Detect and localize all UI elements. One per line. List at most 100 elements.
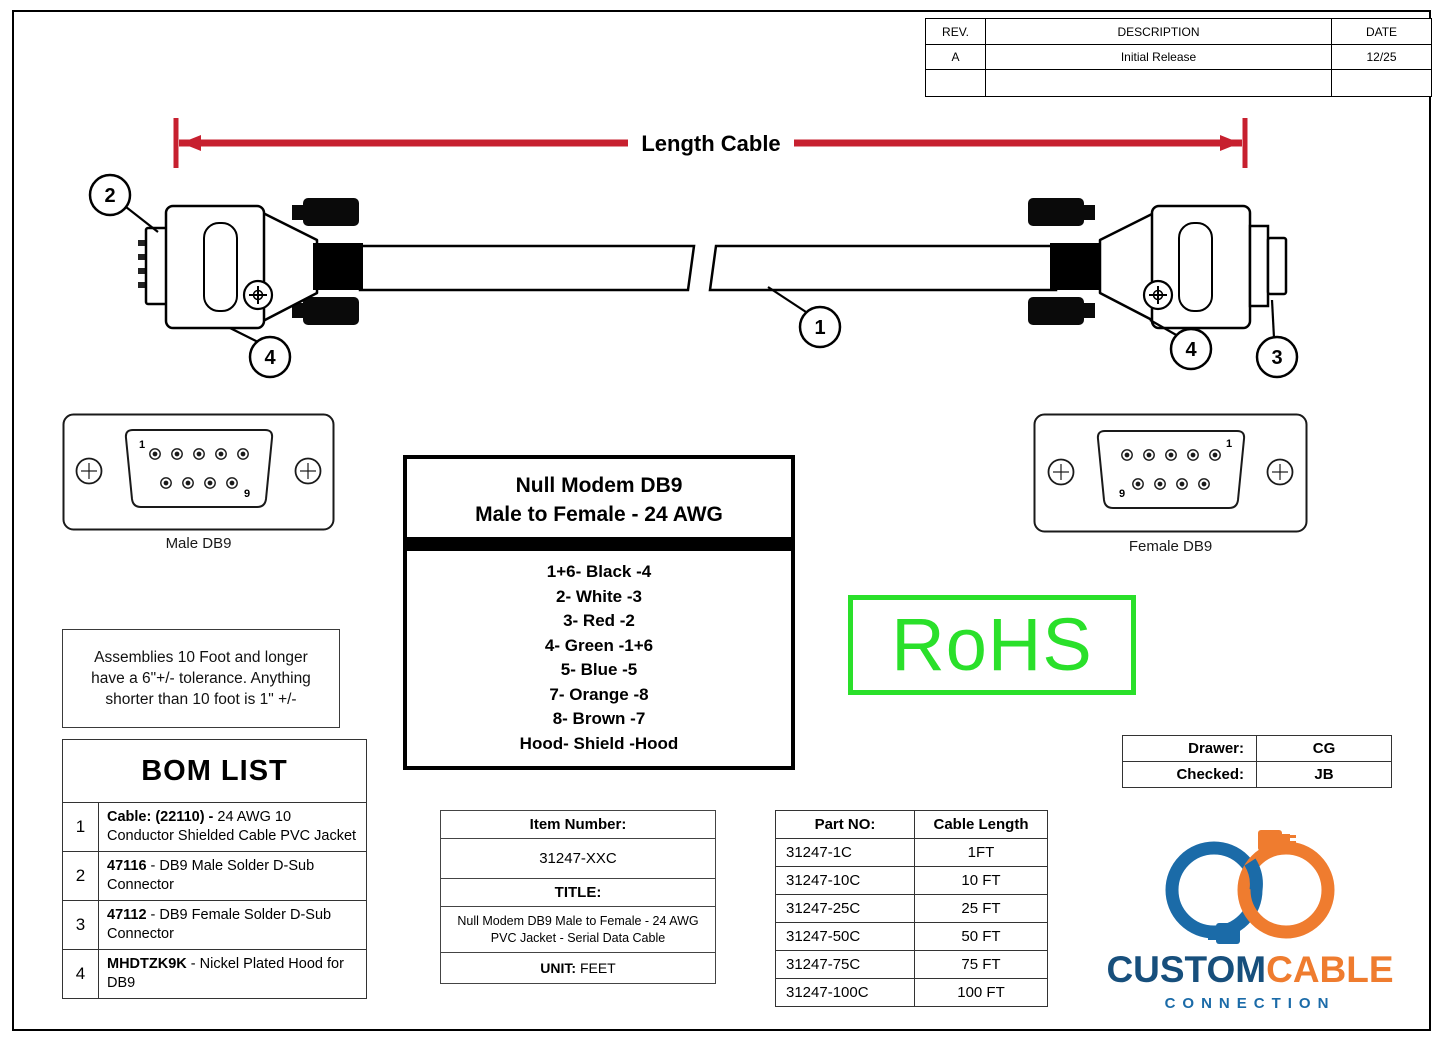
bom-item-number: 3 (63, 901, 99, 949)
bom-item-number: 1 (63, 803, 99, 851)
wiring-line: 8- Brown -7 (552, 709, 646, 728)
part-no-cell: 31247-100C (776, 979, 915, 1006)
revision-table: REV. DESCRIPTION DATE A Initial Release … (925, 18, 1432, 97)
dimension-line (173, 118, 1248, 168)
item-number-header: Item Number: (441, 811, 715, 839)
description-value: Initial Release (986, 45, 1332, 70)
drawer-label: Drawer: (1123, 736, 1257, 761)
logo-infinity-icon (1165, 830, 1335, 944)
approval-row: Checked: JB (1123, 761, 1391, 787)
bom-item-desc: 47116 - DB9 Male Solder D-Sub Connector (107, 858, 315, 893)
spec-title-line2: Male to Female - 24 AWG (475, 503, 723, 526)
bom-row: 2 47116 - DB9 Male Solder D-Sub Connecto… (63, 851, 366, 900)
male-pin1-label: 1 (139, 439, 145, 451)
male-pin9-label: 9 (244, 488, 250, 500)
logo-word-cable: CABLE (1266, 949, 1394, 990)
part-row: 31247-10C 10 FT (776, 866, 1047, 894)
spec-divider (407, 537, 791, 551)
part-row: 31247-100C 100 FT (776, 978, 1047, 1006)
approval-row: Drawer: CG (1123, 736, 1391, 761)
bom-list: BOM LIST 1 Cable: (22110) - 24 AWG 10 Co… (62, 739, 367, 999)
tolerance-note: Assemblies 10 Foot and longer have a 6"+… (62, 629, 340, 728)
orange-connector-icon (1258, 830, 1296, 851)
bom-item-number: 2 (63, 852, 99, 900)
item-unit: UNIT: FEET (441, 953, 715, 983)
svg-text:2: 2 (104, 185, 115, 207)
bom-item-desc: MHDTZK9K - Nickel Plated Hood for DB9 (107, 956, 344, 991)
pin-holes (149, 448, 249, 489)
item-number-value: 31247-XXC (441, 839, 715, 879)
callout-leader-lines (125, 206, 1276, 343)
wiring-line: 5- Blue -5 (560, 660, 638, 679)
svg-text:4: 4 (264, 347, 276, 369)
cable-length-cell: 100 FT (957, 984, 1005, 1001)
dimension-label: Length Cable (641, 131, 780, 156)
wiring-line: 2- White -3 (556, 586, 642, 606)
wiring-list: 1+6- Black -4 2- White -3 3- Red -2 4- G… (407, 551, 791, 756)
bom-row: 3 47112 - DB9 Female Solder D-Sub Connec… (63, 900, 366, 949)
cable-drawing (313, 243, 1100, 292)
wiring-line: 3- Red -2 (563, 611, 635, 630)
empty-cell (926, 70, 986, 96)
part-row: 31247-1C 1FT (776, 838, 1047, 866)
bom-item-desc: Cable: (22110) - 24 AWG 10 Conductor Shi… (107, 809, 357, 844)
cable-length-cell: 25 FT (961, 900, 1001, 917)
bom-item-number: 4 (63, 950, 99, 998)
unit-label: UNIT: (540, 960, 577, 976)
checked-value: JB (1314, 766, 1334, 783)
drawer-value: CG (1312, 740, 1336, 757)
female-db9-face-drawing: 1 9 (1033, 413, 1308, 533)
approval-table: Drawer: CG Checked: JB (1122, 735, 1392, 788)
spec-title: Null Modem DB9 Male to Female - 24 AWG (407, 459, 791, 529)
part-no-cell: 31247-10C (776, 867, 915, 894)
wiring-line: 7- Orange -8 (549, 684, 649, 704)
date-value: 12/25 (1332, 45, 1431, 70)
item-number-box: Item Number: 31247-XXC TITLE: Null Modem… (440, 810, 716, 984)
logo-wordmark: CUSTOMCABLE (1085, 951, 1415, 988)
rev-header-cell: REV. (926, 19, 986, 45)
callout-4-left: 4 (248, 335, 292, 379)
male-db9-label: Male DB9 (165, 535, 232, 552)
callout-3: 3 (1255, 335, 1299, 379)
svg-text:3: 3 (1271, 347, 1282, 369)
cable-length-cell: 50 FT (961, 928, 1001, 945)
female-connector-drawing (1028, 198, 1288, 330)
blue-connector-icon (1202, 923, 1240, 944)
empty-cell (1332, 70, 1431, 96)
drawing-border (12, 10, 1431, 1031)
cable-length-cell: 75 FT (961, 956, 1001, 973)
rev-value: A (926, 45, 986, 70)
bom-item-desc: 47112 - DB9 Female Solder D-Sub Connecto… (107, 907, 332, 942)
spec-title-line1: Null Modem DB9 (515, 474, 683, 497)
logo-word-connection: CONNECTION (1164, 995, 1336, 1012)
wiring-line: Hood- Shield -Hood (519, 733, 679, 753)
checked-label: Checked: (1123, 762, 1257, 787)
pin-holes (1121, 449, 1221, 490)
part-row: 31247-25C 25 FT (776, 894, 1047, 922)
female-db9-label: Female DB9 (1128, 538, 1213, 555)
description-header-cell: DESCRIPTION (986, 19, 1332, 45)
bom-row: 1 Cable: (22110) - 24 AWG 10 Conductor S… (63, 802, 366, 851)
male-db9-face-drawing: 1 9 (62, 413, 335, 531)
part-no-cell: 31247-25C (776, 895, 915, 922)
cable-length-header: Cable Length (933, 816, 1029, 833)
male-connector-drawing (138, 198, 359, 330)
cable-length-cell: 10 FT (961, 872, 1001, 889)
part-no-cell: 31247-75C (776, 951, 915, 978)
bom-title: BOM LIST (141, 754, 288, 787)
cable-length-cell: 1FT (967, 844, 995, 861)
unit-value: FEET (579, 960, 616, 976)
item-title-label: TITLE: (441, 879, 715, 907)
wiring-line: 1+6- Black -4 (546, 562, 652, 581)
part-no-cell: 31247-1C (776, 839, 915, 866)
svg-text:1: 1 (814, 317, 825, 339)
part-number-table: Part NO: Cable Length 31247-1C 1FT 31247… (775, 810, 1048, 1007)
spec-box: Null Modem DB9 Male to Female - 24 AWG 1… (403, 455, 795, 770)
empty-cell (986, 70, 1332, 96)
rohs-label: RoHS (891, 603, 1093, 686)
cable-assembly-drawing: Length Cable (88, 118, 1299, 379)
callout-2: 2 (88, 173, 132, 217)
part-row: 31247-50C 50 FT (776, 922, 1047, 950)
company-logo: CUSTOMCABLE CONNECTION (1085, 828, 1415, 1018)
part-no-cell: 31247-50C (776, 923, 915, 950)
